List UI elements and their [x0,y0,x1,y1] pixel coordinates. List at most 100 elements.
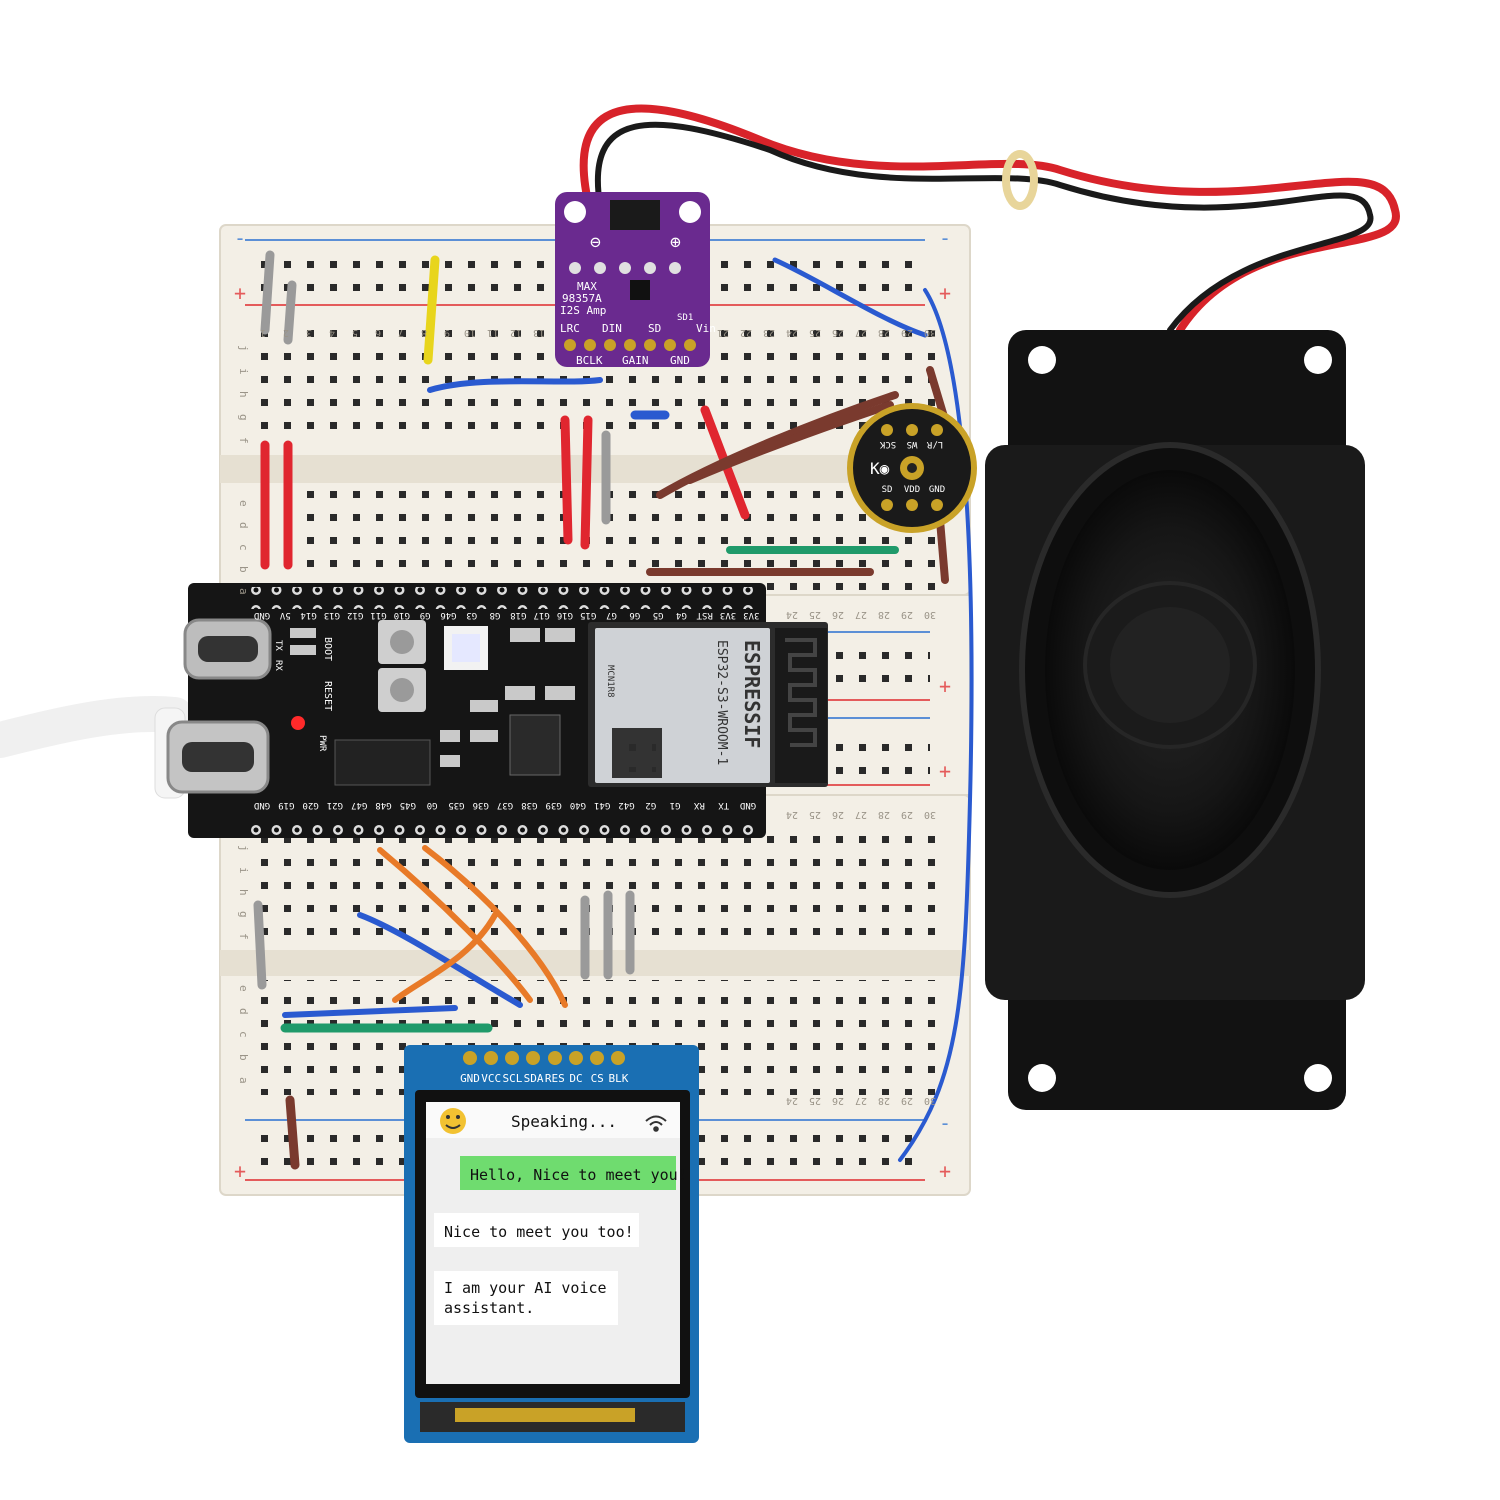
esp-pin-label: G47 [351,800,367,810]
esp-pin-label: G19 [278,800,294,810]
display-pin-label: SCL [502,1072,522,1085]
esp-pin-label: G42 [618,800,634,810]
breadboard-column-number: 8 [421,327,427,338]
breadboard-column-number: 25 [809,609,821,620]
esp-side-label: TX [273,640,283,651]
amp-pin-label: LRC [560,322,580,335]
esp-pin-label: G16 [557,610,573,620]
button-boot-label: BOOT [322,637,333,661]
rail-plus-sign: + [939,281,951,305]
breadboard-column-number: 28 [878,1095,890,1106]
esp-pin-label: RST [696,610,713,620]
display-pin-label: GND [460,1072,480,1085]
breadboard-column-number: 26 [832,327,844,338]
rail-minus-sign: - [939,226,951,250]
amp-title: MAX [577,280,597,293]
amp-pin-label: BCLK [576,354,603,367]
breadboard-column-number: 3 [306,327,312,338]
breadboard-row-letter: e [237,500,250,507]
breadboard-column-number: 22 [740,327,752,338]
breadboard-row-letter: i [237,867,250,874]
chat-message-user: Hello, Nice to meet you! [470,1166,687,1184]
esp-pin-label: G13 [324,610,340,620]
breadboard-row-letter: j [237,845,250,852]
mic-pin-label: VDD [904,485,920,495]
display-pin-label: BLK [608,1072,628,1085]
breadboard-column-number: 24 [786,1095,798,1106]
breadboard-row-letter: g [237,911,250,918]
rail-plus-sign: + [939,674,951,698]
breadboard-column-number: 28 [878,609,890,620]
esp-pin-label: G14 [300,610,316,620]
breadboard-column-number: 30 [924,1095,936,1106]
esp32-board [166,583,828,838]
chat-message-assistant-2: I am your AI voice assistant. [444,1279,616,1317]
breadboard-column-number: 29 [901,1095,913,1106]
breadboard-column-number: 30 [924,809,936,820]
display-pin-label: SDA [524,1072,544,1085]
jumper-wires [260,250,974,1162]
esp-pin-label: G17 [533,610,549,620]
breadboard-row-letter: i [237,368,250,375]
breadboard-column-number: 21 [717,327,729,338]
breadboard-column-number: 29 [901,327,913,338]
breadboard-column-number: 7 [398,327,404,338]
breadboard-column-number: 25 [809,1095,821,1106]
breadboard-column-number: 24 [786,809,798,820]
display-pin-label: CS [591,1072,604,1085]
module-info: MCN1R8 [605,665,615,698]
mic-pin-label: GND [929,485,945,495]
breadboard-column-number: 9 [444,327,450,338]
breadboard-column-number: 27 [855,809,867,820]
display-pin-label: DC [569,1072,582,1085]
esp-pin-label: GND [254,800,270,810]
esp-pin-label: G9 [420,610,431,620]
amplifier-board [555,192,710,367]
breadboard-row-letter: b [237,1054,250,1061]
esp-pin-label: G39 [545,800,561,810]
chat-bubble-assistant [434,1213,639,1247]
breadboard-row-letter: e [237,985,250,992]
microphone-board [847,403,977,533]
breadboard-row-letter: h [237,889,250,896]
mic-icon: K◉ [870,459,890,478]
esp-pin-label: G10 [394,610,410,620]
esp-pin-label: G7 [606,610,617,620]
usb-cable [0,696,193,799]
esp-pin-label: G36 [473,800,489,810]
breadboard-row-letter: a [237,1077,250,1084]
mic-pin-label: L/R [926,439,943,449]
esp-pin-label: G15 [580,610,596,620]
amp-plus-symbol: ⊕ [670,232,681,253]
esp-pin-label: G41 [594,800,610,810]
display-status: Speaking... [511,1112,617,1131]
esp-pin-label: G0 [427,800,438,810]
esp-pin-label: G3 [466,610,477,620]
breadboard-column-number: 10 [464,327,476,338]
breadboard-column-number: 1 [260,327,266,338]
mic-pin-label: SD [882,485,893,495]
esp-side-label: PWR [317,735,327,752]
esp-pin-label: G21 [327,800,343,810]
breadboard-row-letter: h [237,391,250,398]
esp-pin-label: G46 [440,610,456,620]
chat-bubble-user [460,1156,676,1190]
rail-minus-sign: - [939,1111,951,1135]
button-reset-label: RESET [322,681,333,711]
rail-plus-sign: + [234,1159,246,1183]
esp-pin-label: 3V3 [743,610,759,620]
breadboard-column-number: 5 [352,327,358,338]
speaker-wires [579,104,1400,334]
esp-pin-label: G8 [490,610,501,620]
breadboard-column-number: 28 [878,809,890,820]
breadboard-column-number: 25 [809,809,821,820]
breadboard-row-letter: j [237,345,250,352]
esp-pin-label: G2 [645,800,656,810]
breadboard-column-number: 12 [510,327,522,338]
amp-pin-label: SD [648,322,661,335]
esp-pin-label: G1 [670,800,681,810]
esp-pin-label: 3V3 [720,610,736,620]
esp-pin-label: G18 [510,610,526,620]
breadboard-column-number: 29 [901,609,913,620]
esp-pin-label: TX [718,800,729,810]
